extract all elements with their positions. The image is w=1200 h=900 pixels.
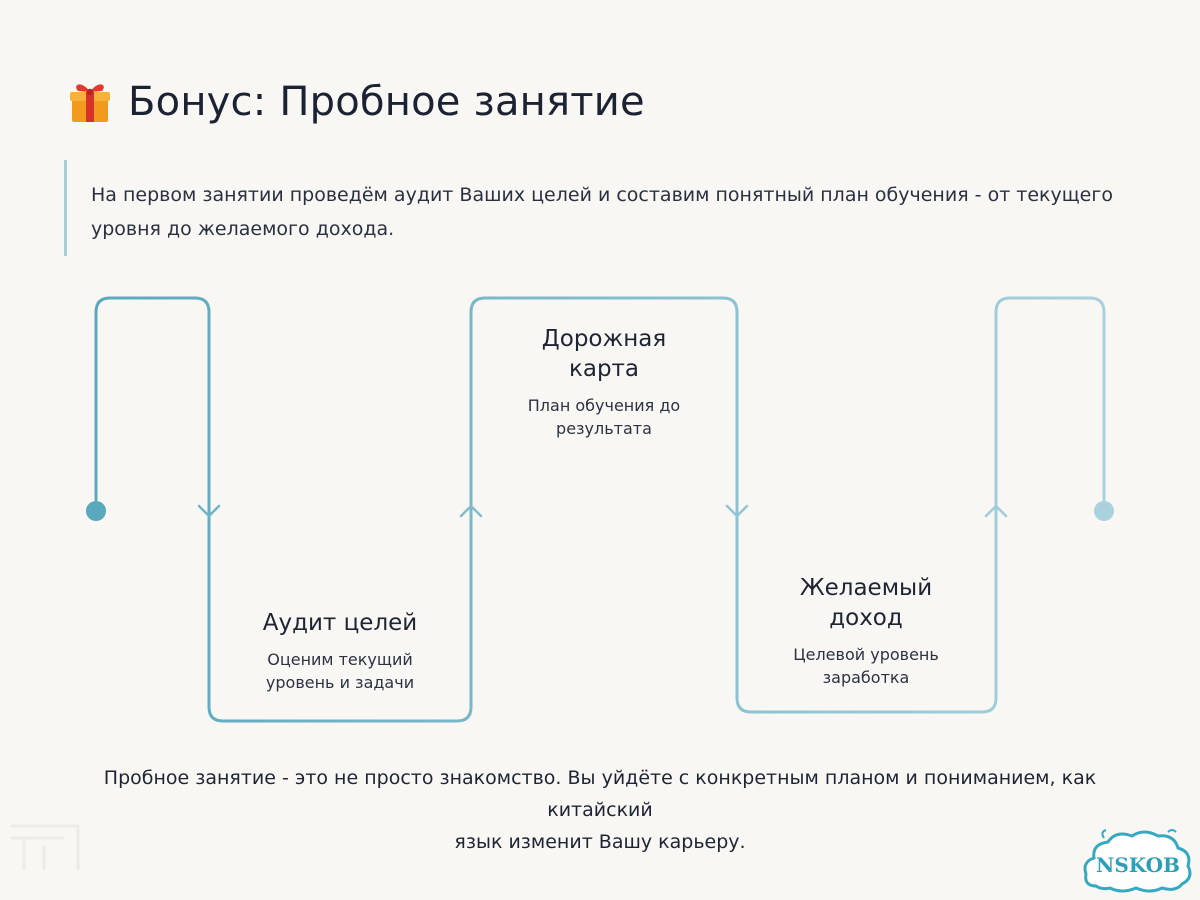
footer-line: Пробное занятие - это не просто знакомст… (103, 767, 1097, 821)
step-title-line: Дорожная (541, 326, 667, 352)
step-description: План обучения до результата (474, 394, 734, 440)
end-dot (1094, 501, 1114, 521)
intro-text: На первом занятии проведём аудит Ваших ц… (91, 184, 1113, 240)
step-description-line: результата (556, 419, 652, 438)
step-description-line: уровень и задачи (265, 673, 415, 692)
footer-text: Пробное занятие - это не просто знакомст… (60, 762, 1140, 858)
logo-text: NSKOB (1096, 853, 1180, 877)
step-description: Целевой уровень заработка (740, 643, 992, 689)
start-dot (86, 501, 106, 521)
step-description-line: План обучения до (527, 396, 681, 415)
step-description: Оценим текущий уровень и задачи (212, 648, 468, 694)
arrow-down-icon (725, 504, 749, 518)
footer-line: язык изменит Вашу карьеру. (454, 831, 746, 853)
step-title-line: Желаемый (799, 575, 933, 601)
step-title: Аудит целей (262, 610, 418, 636)
step-target-income: Желаемый доход Целевой уровень заработка (740, 573, 992, 689)
roadmap-diagram (86, 296, 1114, 723)
brand-logo: NSKOB (1083, 829, 1192, 893)
arrow-up-icon (459, 504, 483, 518)
intro-callout: На первом занятии проведём аудит Ваших ц… (64, 160, 1144, 256)
step-goal-audit: Аудит целей Оценим текущий уровень и зад… (212, 608, 468, 694)
step-roadmap: Дорожная карта План обучения до результа… (474, 324, 734, 440)
step-title-line: карта (568, 356, 640, 382)
arrow-up-icon (984, 504, 1008, 518)
step-title: Дорожная карта (474, 324, 734, 384)
step-title: Желаемый доход (740, 573, 992, 633)
step-title-line: доход (829, 605, 903, 631)
step-description-line: заработка (822, 668, 910, 687)
roadmap-path (94, 296, 1106, 723)
step-description-line: Оценим текущий (267, 650, 413, 669)
watermark-mark (10, 824, 80, 870)
gift-icon (70, 84, 110, 122)
step-description-line: Целевой уровень (793, 645, 939, 664)
arrow-down-icon (197, 504, 221, 518)
page-title: Бонус: Пробное занятие (128, 79, 645, 125)
title-row: Бонус: Пробное занятие (66, 70, 645, 134)
